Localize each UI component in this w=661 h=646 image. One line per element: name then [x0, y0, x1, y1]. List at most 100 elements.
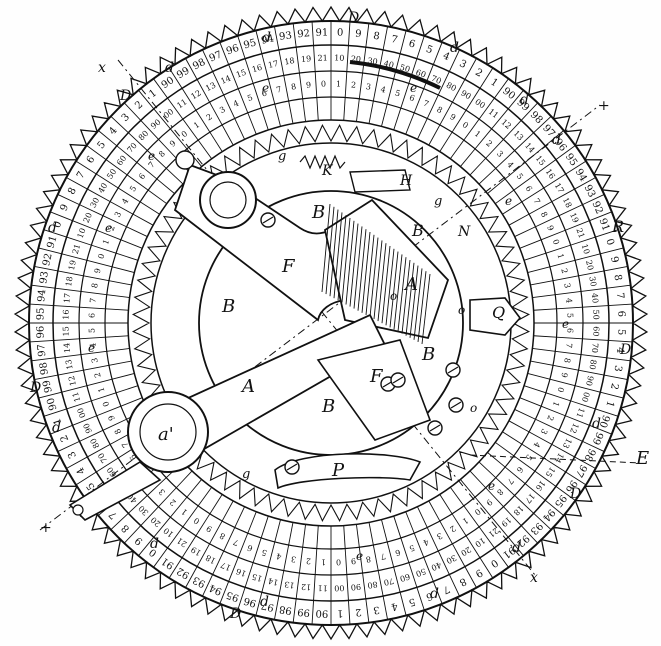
- inner-numeral: 0: [180, 129, 190, 139]
- outer-tick: [31, 284, 56, 289]
- third-tick: [552, 275, 579, 282]
- fourth-tick: [487, 178, 506, 194]
- middle-numeral: 20: [584, 259, 595, 271]
- second-tick: [128, 495, 148, 514]
- outer-tick: [31, 357, 56, 362]
- extension-pivot: [72, 504, 84, 516]
- second-tick: [261, 53, 269, 80]
- label-o-2: o: [458, 303, 465, 317]
- outer-numeral: 94: [260, 33, 275, 47]
- second-tick: [514, 495, 534, 514]
- fourth-tick: [469, 470, 487, 489]
- second-tick: [181, 88, 197, 111]
- second-tick: [261, 566, 269, 593]
- inner-numeral: 1: [101, 238, 111, 246]
- fourth-tick: [139, 201, 160, 215]
- third-tick: [474, 496, 492, 518]
- outer-tick: [50, 211, 73, 222]
- lever-Q: [469, 297, 522, 336]
- third-tick: [195, 513, 211, 537]
- outer-numeral: 4: [441, 51, 451, 64]
- fourth-tick: [469, 157, 487, 176]
- fourth-tick: [428, 500, 441, 522]
- label-e-6: e: [505, 194, 512, 208]
- label-d-12: d: [165, 60, 174, 76]
- outer-tick: [43, 229, 67, 238]
- second-tick: [295, 572, 300, 599]
- label-d-3: d: [520, 92, 529, 108]
- outer-tick: [237, 35, 246, 59]
- inner-numeral: 3: [435, 531, 444, 541]
- inner-numeral: 9: [205, 524, 214, 534]
- inner-numeral: 0: [473, 507, 483, 517]
- second-tick: [377, 570, 384, 597]
- middle-numeral: 40: [96, 181, 109, 194]
- hatch-line: [413, 268, 423, 340]
- outer-tick: [98, 130, 118, 147]
- outer-numeral: 91: [315, 27, 328, 38]
- third-tick: [96, 229, 122, 241]
- middle-numeral: 15: [235, 68, 248, 80]
- second-tick: [278, 49, 285, 76]
- hatch-lines: [321, 203, 431, 345]
- label-f-1: F: [281, 256, 296, 277]
- inner-numeral: 5: [88, 328, 97, 333]
- inner-numeral: 8: [495, 487, 505, 497]
- fourth-tick: [527, 373, 551, 380]
- second-tick: [212, 71, 225, 96]
- outer-numeral: 7: [614, 292, 626, 299]
- fourth-tick: [368, 100, 374, 124]
- middle-numeral: 80: [587, 359, 597, 370]
- outer-numeral: 96: [225, 43, 241, 58]
- third-tick: [549, 259, 576, 268]
- second-tick: [278, 570, 285, 597]
- label-d-1: d: [262, 30, 271, 46]
- second-tick: [228, 557, 239, 582]
- outer-tick: [399, 592, 407, 616]
- third-tick: [91, 244, 117, 254]
- inner-numeral: 2: [484, 139, 494, 149]
- outer-tick: [348, 600, 351, 625]
- third-tick: [400, 83, 410, 109]
- middle-numeral: 20: [350, 54, 361, 64]
- middle-numeral: 14: [553, 451, 566, 464]
- outer-tick: [237, 587, 246, 611]
- second-scale-ticks: [53, 45, 609, 601]
- third-tick: [521, 187, 545, 203]
- label-d-left: D: [29, 380, 41, 396]
- fourth-tick: [502, 201, 523, 215]
- fourth-tick: [234, 118, 245, 140]
- outer-tick: [555, 145, 576, 160]
- hatch-line: [353, 226, 363, 309]
- inner-numeral: 2: [559, 267, 569, 274]
- outer-tick: [57, 440, 80, 452]
- third-tick: [223, 527, 236, 552]
- label-d-right-lower: D: [569, 486, 581, 502]
- label-b-4: B: [321, 396, 335, 417]
- outer-tick: [29, 340, 54, 343]
- fourth-tick: [120, 397, 143, 407]
- third-tick: [540, 405, 566, 417]
- label-q: Q: [492, 303, 505, 322]
- middle-numeral: 50: [414, 566, 427, 578]
- third-tick: [463, 118, 480, 141]
- fourth-tick: [532, 294, 556, 299]
- outer-tick: [555, 486, 576, 501]
- pivot-upper: [175, 150, 195, 170]
- middle-numeral: 14: [219, 74, 232, 86]
- outer-numeral: 1: [52, 416, 65, 426]
- inner-numeral: 4: [120, 197, 130, 206]
- fourth-tick: [449, 139, 465, 160]
- second-tick: [503, 506, 522, 526]
- middle-numeral: 80: [367, 579, 378, 589]
- inner-numeral: 4: [505, 160, 515, 170]
- outer-tick: [533, 115, 552, 134]
- second-tick: [72, 415, 97, 426]
- outer-tick: [533, 512, 552, 531]
- fourth-tick: [111, 373, 135, 380]
- second-tick: [578, 369, 605, 376]
- fourth-tick: [530, 360, 554, 366]
- fourth-tick: [494, 189, 515, 205]
- fourth-scale-inner-border: [127, 119, 535, 527]
- outer-tick: [432, 42, 443, 65]
